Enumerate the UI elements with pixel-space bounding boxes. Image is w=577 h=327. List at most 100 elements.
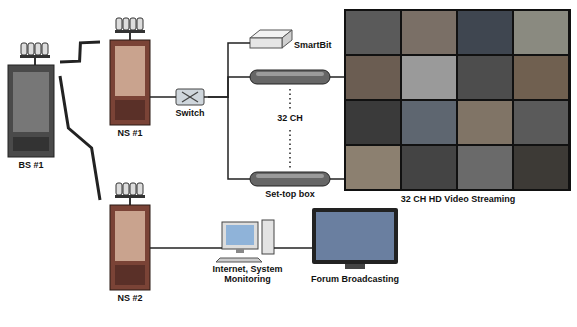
video-tile (458, 146, 512, 189)
antenna-bar (20, 55, 50, 58)
video-tile (402, 11, 456, 54)
video-tile (346, 101, 400, 144)
wire (200, 247, 222, 249)
video-wall (344, 9, 571, 191)
cable-link (208, 77, 250, 97)
node-label: BS #1 (2, 160, 60, 170)
device-front (250, 38, 282, 48)
antenna-pole (129, 33, 131, 40)
wire (150, 247, 160, 249)
device-side (282, 30, 292, 48)
node-label: NS #2 (100, 293, 160, 303)
antenna-element (42, 43, 48, 55)
antenna-pole (34, 58, 36, 65)
dotted-line (289, 130, 291, 168)
switch-symbol (182, 92, 198, 102)
video-tile (514, 56, 568, 99)
set-top-box-icon (250, 70, 330, 186)
antenna-element (116, 183, 122, 195)
video-tile (402, 146, 456, 189)
video-tile (458, 56, 512, 99)
cabinet (110, 40, 150, 125)
test-device: SmartBit (250, 28, 342, 52)
cabinet-panel (13, 72, 49, 132)
set-top-box (250, 70, 330, 84)
wireless-link (60, 76, 100, 200)
tv-stand (345, 264, 365, 269)
cable-link (295, 247, 305, 249)
antenna-bar (115, 30, 145, 33)
video-tile (514, 146, 568, 189)
base-station (8, 43, 54, 157)
channel-count-label: 32 CH (276, 113, 304, 123)
video-tile (514, 101, 568, 144)
antenna-bar (115, 195, 145, 198)
antenna-element (137, 183, 143, 195)
antenna-element (116, 18, 122, 30)
computer: Internet, System Monitoring (200, 218, 295, 287)
node-label: Internet, System Monitoring (200, 264, 295, 285)
video-tile (346, 11, 400, 54)
cable-link (330, 76, 344, 78)
antenna-element (123, 183, 129, 195)
switch-symbol (182, 92, 198, 102)
tv-screen (316, 212, 394, 260)
set-top-box-highlight (256, 72, 324, 76)
wire (274, 247, 295, 249)
monitor (222, 222, 258, 249)
video-tile (458, 101, 512, 144)
set-top-box-highlight (256, 174, 324, 178)
node-label: Forum Broadcasting (305, 274, 405, 284)
node-station (110, 183, 150, 290)
wire (228, 97, 250, 179)
wires (150, 97, 344, 248)
switch-icon (176, 89, 204, 105)
wire (204, 96, 208, 98)
computer-tower (262, 220, 274, 254)
base-station: BS #1 (2, 40, 60, 172)
wire (330, 178, 344, 180)
antenna-element (21, 43, 27, 55)
switch-body (176, 89, 204, 105)
video-tile (346, 146, 400, 189)
video-wall-frame (344, 9, 571, 191)
node-label: Set-top box (250, 189, 330, 199)
wire (172, 96, 176, 98)
set-top-box: Set-top box (250, 60, 330, 201)
cable-link (160, 247, 200, 249)
node-label: SmartBit (294, 40, 342, 50)
node-station (110, 18, 150, 125)
video-tile (402, 56, 456, 99)
tv-frame (312, 208, 398, 264)
computer-icon (216, 220, 274, 262)
cabinet-panel (115, 211, 145, 261)
monitor-screen (226, 225, 254, 245)
video-tile (458, 11, 512, 54)
tv: Forum Broadcasting (305, 205, 405, 286)
cabinet (110, 205, 150, 290)
antenna-element (123, 18, 129, 30)
smartbit-icon (250, 30, 292, 48)
video-tile (402, 101, 456, 144)
node-label: NS #1 (100, 128, 160, 138)
cabinet-panel (13, 137, 49, 151)
video-tile (346, 56, 400, 99)
antenna-element (137, 18, 143, 30)
antenna-element (35, 43, 41, 55)
monitor-stand (236, 249, 244, 253)
cabinet-panel (115, 100, 145, 120)
tv-icon (312, 208, 398, 269)
wire (150, 96, 160, 98)
video-wall: 32 CH HD Video Streaming (344, 8, 572, 206)
antenna-element (28, 43, 34, 55)
antenna-element (130, 183, 136, 195)
wireless-link (60, 42, 100, 62)
node-station: NS #1 (100, 15, 160, 140)
antenna-element (130, 18, 136, 30)
cable-link (160, 96, 172, 98)
cabinet-panel (115, 46, 145, 96)
keyboard (216, 258, 262, 262)
node-label: 32 CH HD Video Streaming (344, 194, 572, 204)
